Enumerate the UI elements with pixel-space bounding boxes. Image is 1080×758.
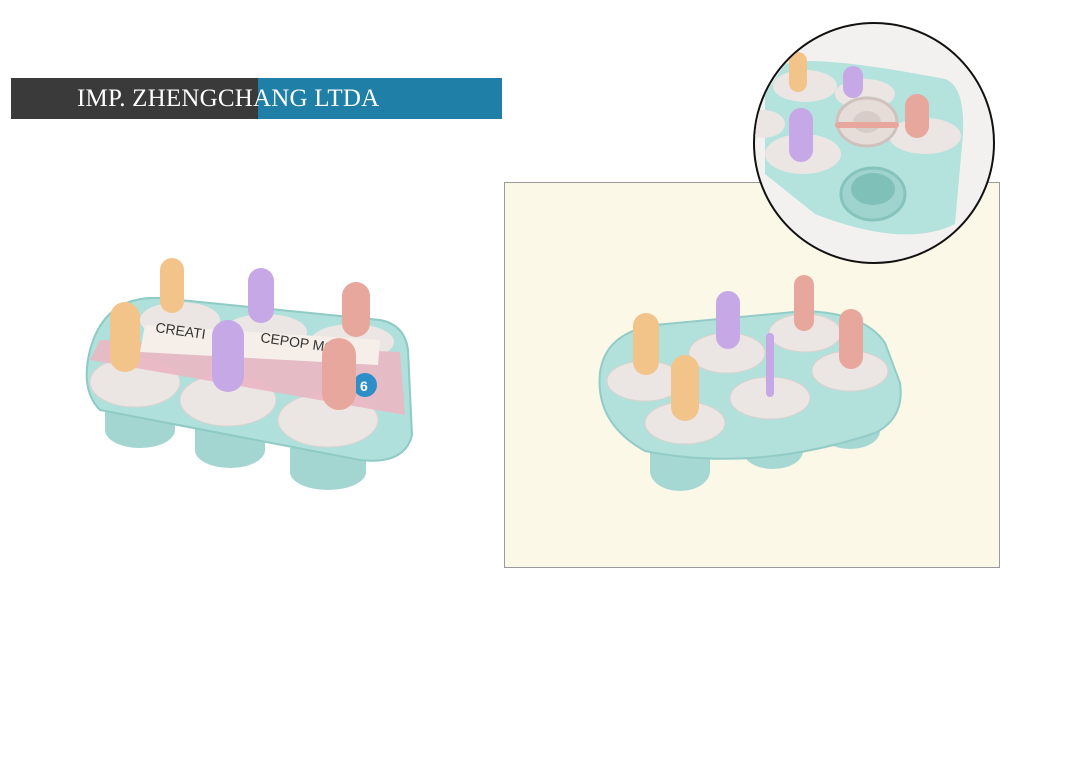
stick-purple [843, 66, 863, 98]
package-badge-circle [353, 373, 377, 397]
company-name: IMP. ZHENGCHANG LTDA [77, 85, 380, 112]
stick-purple [789, 108, 813, 162]
package-badge: 6 [360, 378, 368, 394]
stick-purple [766, 333, 774, 397]
stick-purple [248, 268, 274, 323]
brand-banner: IMP. ZHENGCHANG LTDA [11, 78, 502, 119]
product-photo-unpackaged [598, 275, 902, 491]
stick-pink [839, 309, 863, 369]
stick-pink [342, 282, 370, 337]
stick-orange [110, 302, 140, 372]
stick-pink [794, 275, 814, 331]
package-label-line1: CREATI [155, 319, 207, 342]
stick-orange [789, 52, 807, 92]
stick-pink [322, 338, 356, 410]
stick-purple [212, 320, 244, 392]
stick-purple [716, 291, 740, 349]
stick-orange [160, 258, 184, 313]
stick-pink [905, 94, 929, 138]
detail-inset [753, 22, 995, 264]
product-photo-packaged: CREATI CEPOP MO 6 [60, 240, 430, 510]
lid [755, 110, 785, 138]
stick-orange [671, 355, 699, 421]
stick-orange [633, 313, 659, 375]
